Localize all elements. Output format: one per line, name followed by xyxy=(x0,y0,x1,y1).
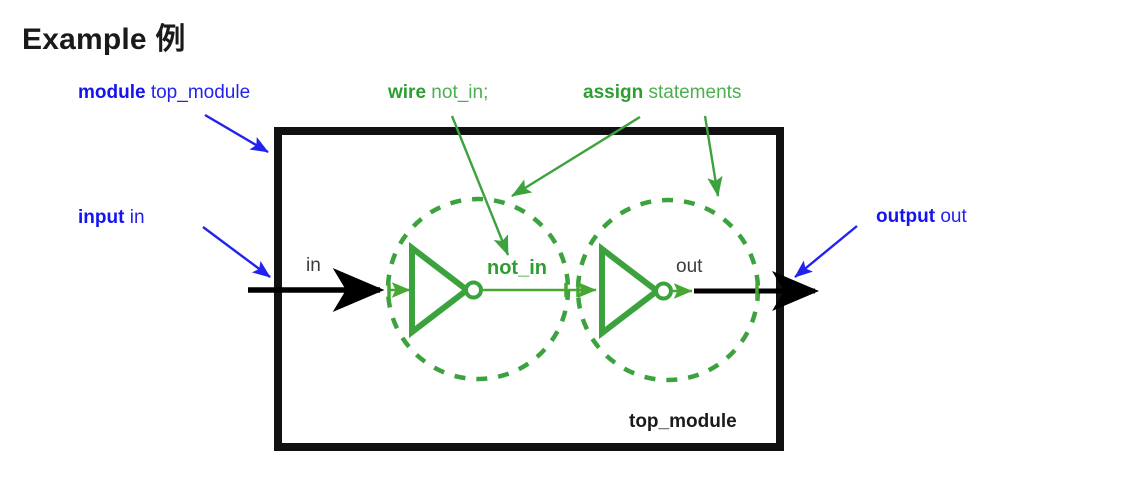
annotation-input: input in xyxy=(78,207,145,229)
annotation-input-keyword: input xyxy=(78,207,125,228)
annotation-module-text: top_module xyxy=(145,82,251,103)
annotation-module-keyword: module xyxy=(78,82,146,103)
annotation-assign-keyword: assign xyxy=(583,82,644,103)
annotation-output-keyword: output xyxy=(876,206,936,227)
page-title: Example 例 xyxy=(22,23,186,56)
callout-arrow-input xyxy=(202,226,271,278)
annotation-assign-text: statements xyxy=(643,82,742,103)
callout-arrow-assign-1 xyxy=(511,115,641,198)
signal-label-out: out xyxy=(676,256,703,277)
inverter1-bubble xyxy=(464,280,483,300)
callout-arrow-assign-2 xyxy=(703,115,723,197)
inverter2-triangle xyxy=(599,242,662,340)
signal-label-not-in: not_in xyxy=(487,257,547,279)
annotation-input-text: in xyxy=(124,207,145,228)
inverter1-triangle xyxy=(409,241,472,339)
annotation-wire-keyword: wire xyxy=(388,82,427,103)
annotation-wire-text: not_in; xyxy=(426,82,489,103)
annotation-output: output out xyxy=(876,206,967,228)
callout-arrow-wire xyxy=(450,115,510,256)
annotation-output-text: out xyxy=(935,206,967,227)
module-box-label: top_module xyxy=(629,411,737,432)
callout-arrow-module xyxy=(204,113,269,154)
inverter2-bubble xyxy=(654,281,673,301)
annotation-module: module top_module xyxy=(78,82,250,104)
callout-arrow-output xyxy=(794,225,858,278)
annotation-assign: assign statements xyxy=(583,82,741,104)
signal-label-in: in xyxy=(306,255,321,276)
annotation-wire: wire not_in; xyxy=(388,82,488,104)
